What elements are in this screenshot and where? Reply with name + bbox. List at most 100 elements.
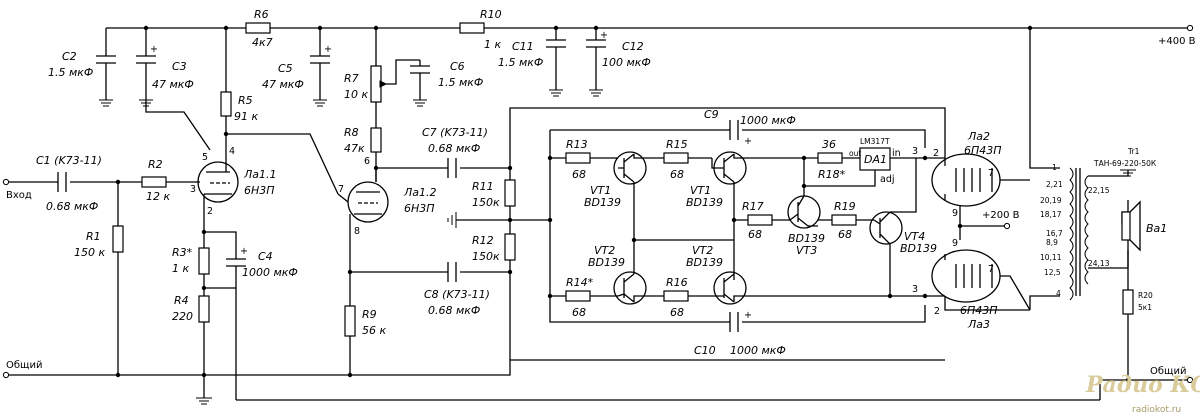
la1-1-label: Ла1.1 — [243, 168, 277, 181]
vt2b-type: BD139 — [686, 256, 723, 269]
svg-text:2,21: 2,21 — [1046, 180, 1063, 189]
svg-text:10,11: 10,11 — [1040, 253, 1062, 262]
vt2a-label: VT2 — [594, 244, 615, 257]
r18-value: 36 — [822, 138, 836, 151]
r7-label: R7 — [344, 72, 359, 85]
r20-value: 5к1 — [1138, 303, 1152, 312]
c3-capacitor: + — [136, 44, 158, 107]
tr1-type: ТАН-69-220-50К — [1093, 159, 1157, 168]
c9-value: 1000 мкФ — [740, 114, 796, 127]
r6-value: 4к7 — [252, 36, 273, 49]
r10-value: 1 к — [484, 38, 501, 51]
r7-value: 10 к — [344, 88, 368, 101]
vt1b-type: BD139 — [686, 196, 723, 209]
c5-value: 47 мкФ — [262, 78, 304, 91]
out-pin-label: out — [849, 149, 861, 158]
la2-pin-9: 9 — [952, 208, 958, 219]
watermark-logo: Радио КОТ — [1085, 372, 1200, 398]
vt2b-label: VT2 — [692, 244, 713, 257]
svg-text:16,7: 16,7 — [1046, 229, 1063, 238]
c12-capacitor: + — [586, 30, 608, 97]
vt4-label: VT4 — [904, 230, 925, 243]
svg-text:+: + — [150, 44, 158, 55]
tube-la2 — [931, 153, 1030, 240]
r4-resistor — [198, 295, 210, 323]
plus200-label: +200 В — [982, 210, 1020, 221]
la2-pin-2: 2 — [933, 148, 939, 159]
svg-text:+: + — [240, 246, 248, 257]
plus400-label: +400 В — [1158, 36, 1196, 47]
c3-value: 47 мкФ — [152, 78, 194, 91]
vt1b-label: VT1 — [690, 184, 711, 197]
lm317-label: LM317T — [860, 137, 890, 146]
r1-label: R1 — [86, 230, 101, 243]
c5-capacitor: + — [310, 44, 332, 107]
c10-value: 1000 мкФ — [730, 344, 786, 357]
la3-pin-9: 9 — [952, 238, 958, 249]
c6-value: 1.5 мкФ — [438, 76, 483, 89]
r15-resistor — [663, 152, 689, 164]
la1-2-type: 6Н3П — [404, 202, 435, 215]
r11-label: R11 — [472, 180, 494, 193]
svg-text:1: 1 — [1052, 163, 1057, 172]
c6-capacitor — [410, 60, 430, 107]
watermark-url: radiokot.ru — [1132, 405, 1181, 415]
current-source-block: + + — [547, 120, 926, 332]
r11-value: 150к — [472, 196, 500, 209]
vt1a-transistor — [613, 151, 647, 185]
r4-value: 220 — [172, 310, 193, 323]
supply-rail: +400 В — [105, 24, 1196, 160]
c3-label: C3 — [172, 60, 187, 73]
r16-label: R16 — [666, 276, 688, 289]
r12-value: 150к — [472, 250, 500, 263]
c12-label: C12 — [622, 40, 644, 53]
r1-resistor — [112, 225, 124, 253]
vt3-type: BD139 — [788, 232, 825, 245]
c5-label: C5 — [278, 62, 293, 75]
r3-label: R3* — [172, 246, 193, 259]
r6-label: R6 — [254, 8, 269, 21]
r5-resistor — [220, 91, 232, 117]
la1-1-type: 6Н3П — [244, 184, 275, 197]
tr1-label: Tr1 — [1127, 147, 1140, 156]
pin-5: 5 — [202, 152, 208, 163]
common-rail — [2, 359, 945, 379]
c8-label: C8 (K73-11) — [424, 288, 490, 301]
r12-label: R12 — [472, 234, 494, 247]
la2-pin-7: 7 — [988, 168, 994, 179]
r8-resistor — [370, 127, 382, 153]
anode-wire — [226, 133, 339, 195]
c12-value: 100 мкФ — [602, 56, 651, 69]
c8-value: 0.68 мкФ — [428, 304, 480, 317]
common-label-left: Общий — [6, 360, 42, 371]
r3-resistor — [198, 247, 210, 275]
r17-label: R17 — [742, 200, 764, 213]
vt1a-label: VT1 — [590, 184, 611, 197]
la3-label: Ла3 — [967, 318, 990, 331]
c11-capacitor — [546, 39, 566, 97]
svg-text:8,9: 8,9 — [1046, 238, 1058, 247]
r9-label: R9 — [362, 308, 377, 321]
pin-4: 4 — [229, 146, 235, 157]
svg-text:4: 4 — [1056, 289, 1061, 298]
c1-value: 0.68 мкФ — [46, 200, 98, 213]
vt4-transistor — [869, 211, 903, 245]
c3-wire — [145, 100, 211, 151]
svg-text:+: + — [744, 136, 752, 147]
la3-pin-7: 7 — [988, 264, 994, 275]
r15-value: 68 — [670, 168, 684, 181]
r20-label: R20 — [1138, 291, 1153, 300]
r19-label: R19 — [834, 200, 856, 213]
pin-3-top: 3 — [912, 146, 918, 157]
la2-label: Ла2 — [967, 130, 990, 143]
pin-7: 7 — [338, 184, 344, 195]
r4-label: R4 — [174, 294, 189, 307]
r2-value: 12 к — [146, 190, 170, 203]
pin-6: 6 — [364, 156, 370, 167]
c4-capacitor: + — [226, 246, 248, 267]
svg-text:20,19: 20,19 — [1040, 196, 1062, 205]
vt2a-type: BD139 — [588, 256, 625, 269]
vt1b-transistor — [711, 151, 747, 185]
